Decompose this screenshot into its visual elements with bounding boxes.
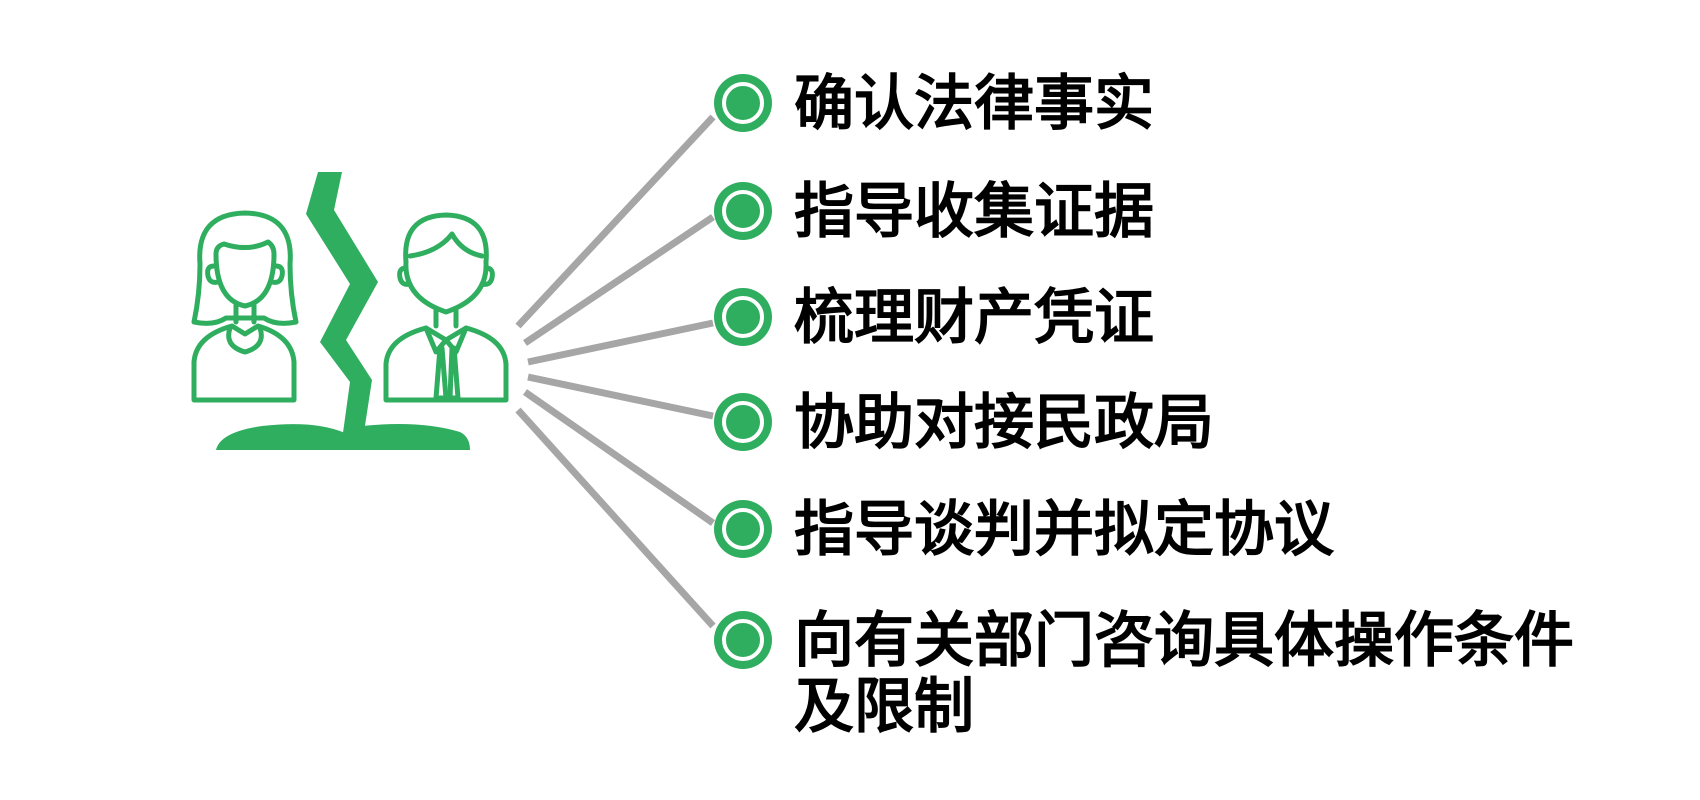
connector-line: [522, 389, 716, 526]
item-label-line2: 及限制: [794, 672, 974, 742]
divorced-couple-icon: [191, 172, 509, 450]
bullet-icon: [714, 74, 772, 132]
item-label: 向有关部门咨询具体操作条件: [794, 606, 1574, 676]
crack-icon: [306, 172, 378, 440]
bullet-icon: [714, 182, 772, 240]
connector-line: [527, 373, 714, 420]
item-label: 指导收集证据: [794, 177, 1154, 247]
item-label: 协助对接民政局: [794, 388, 1214, 458]
connector-lines: [515, 114, 716, 629]
item-label: 确认法律事实: [794, 69, 1154, 139]
connector-line: [515, 114, 716, 329]
item-list: 确认法律事实指导收集证据梳理财产凭证协助对接民政局指导谈判并拟定协议向有关部门咨…: [714, 69, 1574, 742]
bullet-icon: [714, 611, 772, 669]
woman-icon: [191, 210, 299, 403]
bullet-icon: [714, 500, 772, 558]
item-label: 梳理财产凭证: [794, 283, 1154, 353]
item-label: 指导谈判并拟定协议: [794, 495, 1335, 565]
connector-line: [515, 407, 716, 629]
bullet-icon: [714, 288, 772, 346]
man-icon: [383, 212, 509, 403]
connector-line: [523, 214, 715, 346]
connector-line: [527, 319, 714, 366]
bullet-icon: [714, 393, 772, 451]
